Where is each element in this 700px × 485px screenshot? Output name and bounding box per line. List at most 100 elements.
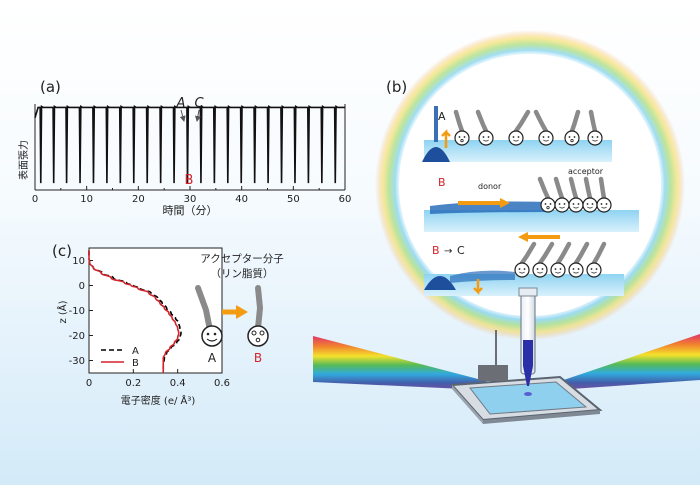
panel-c-ytick-label: 10: [72, 256, 85, 267]
lipid-eye: [523, 268, 526, 270]
acceptor-label: acceptor: [568, 167, 604, 176]
stage-1-droplet: [422, 147, 450, 162]
lipid-mouth: [573, 271, 579, 274]
molecule-b-label: B: [254, 351, 262, 365]
lipid-tail: [513, 109, 531, 134]
molecule-a-head: [201, 325, 223, 347]
lipid-head: [587, 130, 603, 146]
stage-2-water: [424, 210, 639, 232]
lipid-molecule: [550, 241, 572, 278]
stage-1-water: [424, 140, 612, 162]
lipid-mouth: [460, 139, 464, 143]
lipid-mouth: [543, 139, 549, 142]
panel-a-xtick-label: 40: [235, 194, 248, 205]
molecule-b-mouth: [255, 337, 261, 343]
lipid-eye: [512, 136, 515, 138]
panel-b: (b) A B donor acceptor: [313, 30, 700, 424]
lipid-eye: [605, 203, 608, 205]
stage-1-molecules: [453, 109, 603, 146]
series-b-line: [88, 250, 180, 373]
molecule-b-eye-r: [259, 330, 265, 336]
panel-b-label: (b): [386, 78, 407, 96]
lipid-head: [508, 130, 524, 146]
molecule-a: A: [195, 285, 223, 365]
marker-c: C: [194, 96, 204, 111]
lipid-eye: [517, 136, 520, 138]
lipid-head: [532, 262, 548, 278]
lipid-head: [478, 130, 494, 146]
lipid-mouth: [591, 271, 597, 274]
lipid-mouth: [546, 206, 550, 210]
lipid-molecule: [586, 241, 607, 278]
lipid-eye: [568, 136, 571, 138]
lipid-eye: [573, 136, 576, 138]
lipid-head: [582, 197, 598, 213]
lipid-eye: [591, 136, 594, 138]
lipid-molecule: [587, 109, 603, 146]
lipid-eye: [541, 268, 544, 270]
series-a-line: [88, 250, 182, 373]
lipid-eye: [558, 203, 561, 205]
lipid-mouth: [483, 139, 489, 142]
panel-c-xtick-label: 0.6: [214, 378, 230, 389]
lipid-eye: [482, 136, 485, 138]
left-beam: [313, 336, 528, 392]
lipid-mouth: [537, 271, 543, 274]
lipid-tail: [553, 176, 565, 201]
lipid-eye: [572, 203, 575, 205]
lipid-tail: [583, 176, 593, 201]
lipid-tail: [475, 109, 489, 134]
lipid-molecule: [508, 109, 531, 146]
lipid-mouth: [513, 139, 519, 142]
lipid-eye: [544, 203, 547, 205]
panel-a-xtick-label: 60: [339, 194, 352, 205]
acceptor-molecule-title: アクセプター分子: [200, 253, 283, 265]
lipid-eye: [600, 203, 603, 205]
panel-c-ytick-label: -20: [69, 331, 85, 342]
marker-c-arrow: [194, 109, 201, 122]
panel-c-xlabel: 電子密度 (e/ Å³): [121, 394, 196, 407]
lipid-molecule: [532, 241, 555, 278]
lipid-tail: [519, 241, 537, 266]
lipid-molecule: [596, 176, 612, 213]
lipid-tail: [453, 109, 465, 134]
pipette-liquid: [523, 340, 533, 366]
lipid-head: [564, 130, 580, 146]
stage-1-label: A: [438, 110, 446, 123]
lipid-eye: [577, 203, 580, 205]
stage-1-up-arrow: [441, 128, 451, 148]
stage-3-spread: [450, 270, 515, 283]
lipid-tail: [598, 176, 607, 201]
lipid-head: [550, 262, 566, 278]
lipid-tail: [591, 241, 607, 266]
legend-b-label: B: [132, 358, 139, 369]
lipid-eye: [463, 136, 466, 138]
panel-c-ytick-label: 0: [79, 281, 85, 292]
stage-1: A: [422, 106, 612, 162]
trough-base: [452, 385, 483, 424]
lipid-mouth: [601, 206, 607, 209]
stage-3-molecules: [514, 241, 607, 278]
panel-c-ytick-label: -10: [69, 306, 85, 317]
panel-a-xtick-label: 10: [80, 194, 93, 205]
marker-a: A: [176, 96, 186, 111]
impact-spot: [524, 392, 532, 396]
surface-tension-trace: [34, 105, 345, 184]
stage-3-label-from: B: [432, 244, 440, 257]
molecule-b-eye-l: [251, 330, 257, 336]
lipid-mouth: [570, 139, 574, 143]
lipid-eye: [536, 268, 539, 270]
lipid-molecule: [453, 109, 470, 146]
lipid-eye: [591, 203, 594, 205]
stage-3-label-to: C: [457, 244, 465, 257]
stage-2-label: B: [438, 176, 446, 189]
lipid-mouth: [559, 206, 565, 209]
lipid-eye: [549, 203, 552, 205]
lipid-molecule: [537, 176, 556, 213]
lipid-eye: [572, 268, 575, 270]
lipid-molecule: [514, 241, 537, 278]
lipid-eye: [563, 203, 566, 205]
